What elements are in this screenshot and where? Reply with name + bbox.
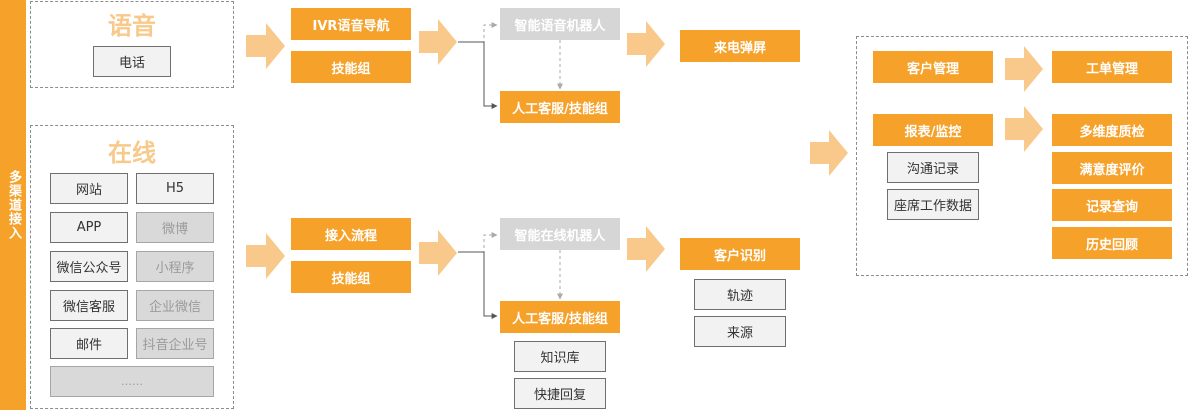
arrow-online-2 bbox=[419, 230, 457, 276]
arrow-report-qa bbox=[1005, 106, 1043, 152]
online-robot-box: 智能在线机器人 bbox=[500, 218, 620, 250]
channel-app[interactable]: APP bbox=[50, 212, 128, 243]
online-human-agent-box[interactable]: 人工客服/技能组 bbox=[500, 301, 620, 333]
communication-record-box[interactable]: 沟通记录 bbox=[887, 152, 979, 183]
report-monitor-box[interactable]: 报表/监控 bbox=[873, 114, 993, 146]
customer-identify-box[interactable]: 客户识别 bbox=[680, 238, 800, 270]
voice-robot-box: 智能语音机器人 bbox=[500, 8, 620, 40]
channel-douyin: 抖音企业号 bbox=[136, 328, 214, 359]
channel-mini-program: 小程序 bbox=[136, 251, 214, 282]
arrow-voice-2 bbox=[419, 19, 457, 65]
channel-website[interactable]: 网站 bbox=[50, 173, 128, 204]
arrow-customer-ticket bbox=[1005, 46, 1043, 92]
channel-wechat-official[interactable]: 微信公众号 bbox=[50, 251, 128, 282]
multi-dim-qa-box[interactable]: 多维度质检 bbox=[1052, 114, 1172, 146]
channel-weibo: 微博 bbox=[136, 212, 214, 243]
voice-human-agent-box[interactable]: 人工客服/技能组 bbox=[500, 91, 620, 123]
access-flow-box[interactable]: 接入流程 bbox=[291, 218, 411, 250]
customer-management-box[interactable]: 客户管理 bbox=[873, 51, 993, 83]
online-section bbox=[30, 125, 234, 409]
channel-wechat-service[interactable]: 微信客服 bbox=[50, 290, 128, 321]
voice-section bbox=[30, 1, 234, 88]
arrow-voice-1 bbox=[246, 23, 285, 69]
history-review-box[interactable]: 历史回顾 bbox=[1052, 227, 1172, 259]
ticket-management-box[interactable]: 工单管理 bbox=[1052, 51, 1172, 83]
channel-h5[interactable]: H5 bbox=[136, 173, 214, 204]
arrow-voice-3 bbox=[627, 21, 665, 67]
voice-skill-group-box[interactable]: 技能组 bbox=[291, 51, 411, 83]
channel-more: …… bbox=[50, 366, 214, 397]
channel-email[interactable]: 邮件 bbox=[50, 328, 128, 359]
satisfaction-box[interactable]: 满意度评价 bbox=[1052, 152, 1172, 184]
online-title: 在线 bbox=[108, 139, 156, 167]
online-skill-group-box[interactable]: 技能组 bbox=[291, 261, 411, 293]
sidebar-label: 多渠道接入 bbox=[0, 0, 26, 410]
quick-reply-box[interactable]: 快捷回复 bbox=[514, 378, 606, 409]
arrow-to-management bbox=[810, 130, 848, 176]
ivr-navigation-box[interactable]: IVR语音导航 bbox=[291, 8, 411, 40]
channel-wecom: 企业微信 bbox=[136, 290, 214, 321]
record-query-box[interactable]: 记录查询 bbox=[1052, 189, 1172, 221]
agent-work-data-box[interactable]: 座席工作数据 bbox=[887, 189, 979, 220]
incoming-popup-box[interactable]: 来电弹屏 bbox=[680, 30, 800, 62]
source-box[interactable]: 来源 bbox=[694, 316, 786, 347]
arrow-online-3 bbox=[627, 226, 665, 272]
management-section bbox=[856, 36, 1188, 276]
trace-box[interactable]: 轨迹 bbox=[694, 279, 786, 310]
arrow-online-1 bbox=[246, 233, 285, 279]
voice-title: 语音 bbox=[108, 12, 156, 40]
knowledge-base-box[interactable]: 知识库 bbox=[514, 341, 606, 372]
channel-phone[interactable]: 电话 bbox=[93, 46, 171, 77]
